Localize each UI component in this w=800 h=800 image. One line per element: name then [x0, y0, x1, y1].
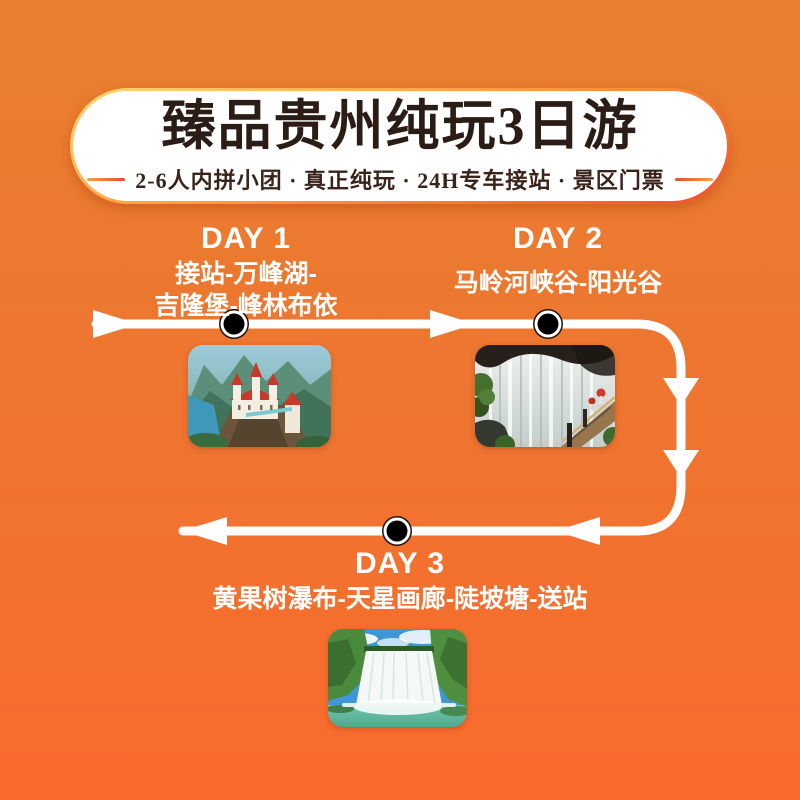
- route-arrow-right-1-icon: [93, 310, 138, 338]
- title-banner: 臻品贵州纯玩3日游 2-6人内拼小团 · 真正纯玩 · 24H专车接站 · 景区…: [70, 88, 730, 204]
- stop-dot-day2: [533, 309, 563, 339]
- day2-route-line1: 马岭河峡谷-阳光谷: [453, 269, 663, 297]
- day1-route-line1: 接站-万峰湖-: [175, 260, 317, 288]
- stop-dot-day3: [382, 516, 412, 546]
- jilongbao-castle-lake-photo: [188, 345, 331, 447]
- day1-label: DAY 1: [200, 222, 292, 255]
- title-banner-inner: 臻品贵州纯玩3日游 2-6人内拼小团 · 真正纯玩 · 24H专车接站 · 景区…: [73, 91, 727, 201]
- day1-block: DAY 1 接站-万峰湖- 吉隆堡-峰林布依: [96, 224, 396, 321]
- subtitle-dash-right: [674, 177, 713, 181]
- route-arrow-left-1-icon: [555, 517, 600, 545]
- subtitle-dash-left: [87, 177, 126, 181]
- day2-label: DAY 2: [512, 222, 604, 255]
- subtitle: 2-6人内拼小团 · 真正纯玩 · 24H专车接站 · 景区门票: [135, 168, 665, 193]
- day3-label: DAY 3: [354, 547, 446, 580]
- day3-route-line1: 黄果树瀑布-天星画廊-陡坡塘-送站: [212, 585, 588, 613]
- route-arrow-left-2-icon: [182, 517, 227, 545]
- stop-dot-day1: [219, 309, 249, 339]
- route-arrow-down-2-icon: [663, 450, 699, 478]
- malinghe-canyon-walkway-photo: [475, 345, 615, 447]
- route-path: [91, 319, 686, 536]
- day3-block: DAY 3 黄果树瀑布-天星画廊-陡坡塘-送站: [150, 549, 650, 615]
- huangguoshu-waterfall-photo: [328, 629, 467, 727]
- subtitle-row: 2-6人内拼小团 · 真正纯玩 · 24H专车接站 · 景区门票: [87, 163, 713, 195]
- page-title: 臻品贵州纯玩3日游: [161, 96, 639, 156]
- day2-block: DAY 2 马岭河峡谷-阳光谷: [408, 224, 708, 299]
- route-arrow-right-2-icon: [430, 310, 475, 338]
- route-arrow-down-1-icon: [663, 378, 699, 406]
- day1-route-line2: 吉隆堡-峰林布依: [154, 291, 338, 320]
